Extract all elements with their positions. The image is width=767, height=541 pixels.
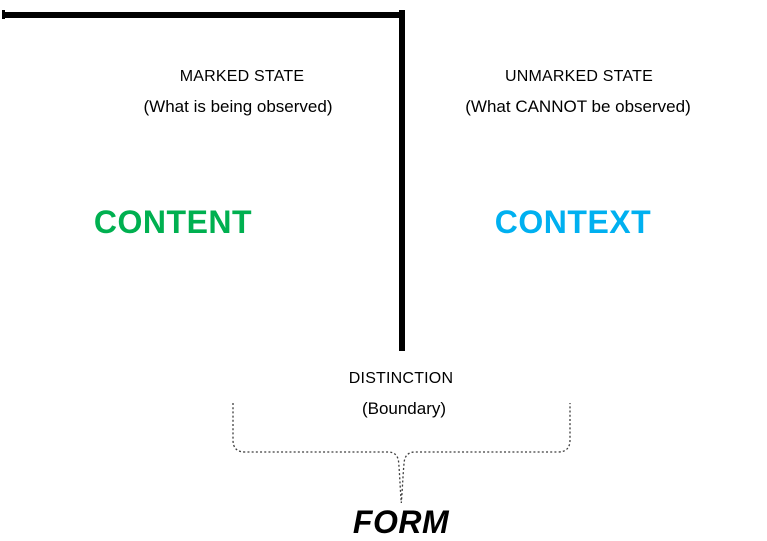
content-label: CONTENT [93, 204, 253, 240]
dotted-brace-path [232, 403, 571, 504]
marked-state-subtitle: (What is being observed) [143, 97, 333, 116]
unmarked-state-subtitle: (What CANNOT be observed) [465, 97, 691, 116]
distinction-label: DISTINCTION [348, 370, 454, 387]
marked-state-title: MARKED STATE [179, 68, 305, 85]
mark-vertical-line [399, 10, 405, 351]
mark-horizontal-line [2, 12, 405, 18]
boundary-label: (Boundary) [361, 399, 447, 418]
form-label: FORM [352, 504, 450, 540]
context-label: CONTEXT [494, 204, 652, 240]
unmarked-state-title: UNMARKED STATE [505, 68, 653, 85]
dotted-brace-shape [232, 403, 571, 504]
